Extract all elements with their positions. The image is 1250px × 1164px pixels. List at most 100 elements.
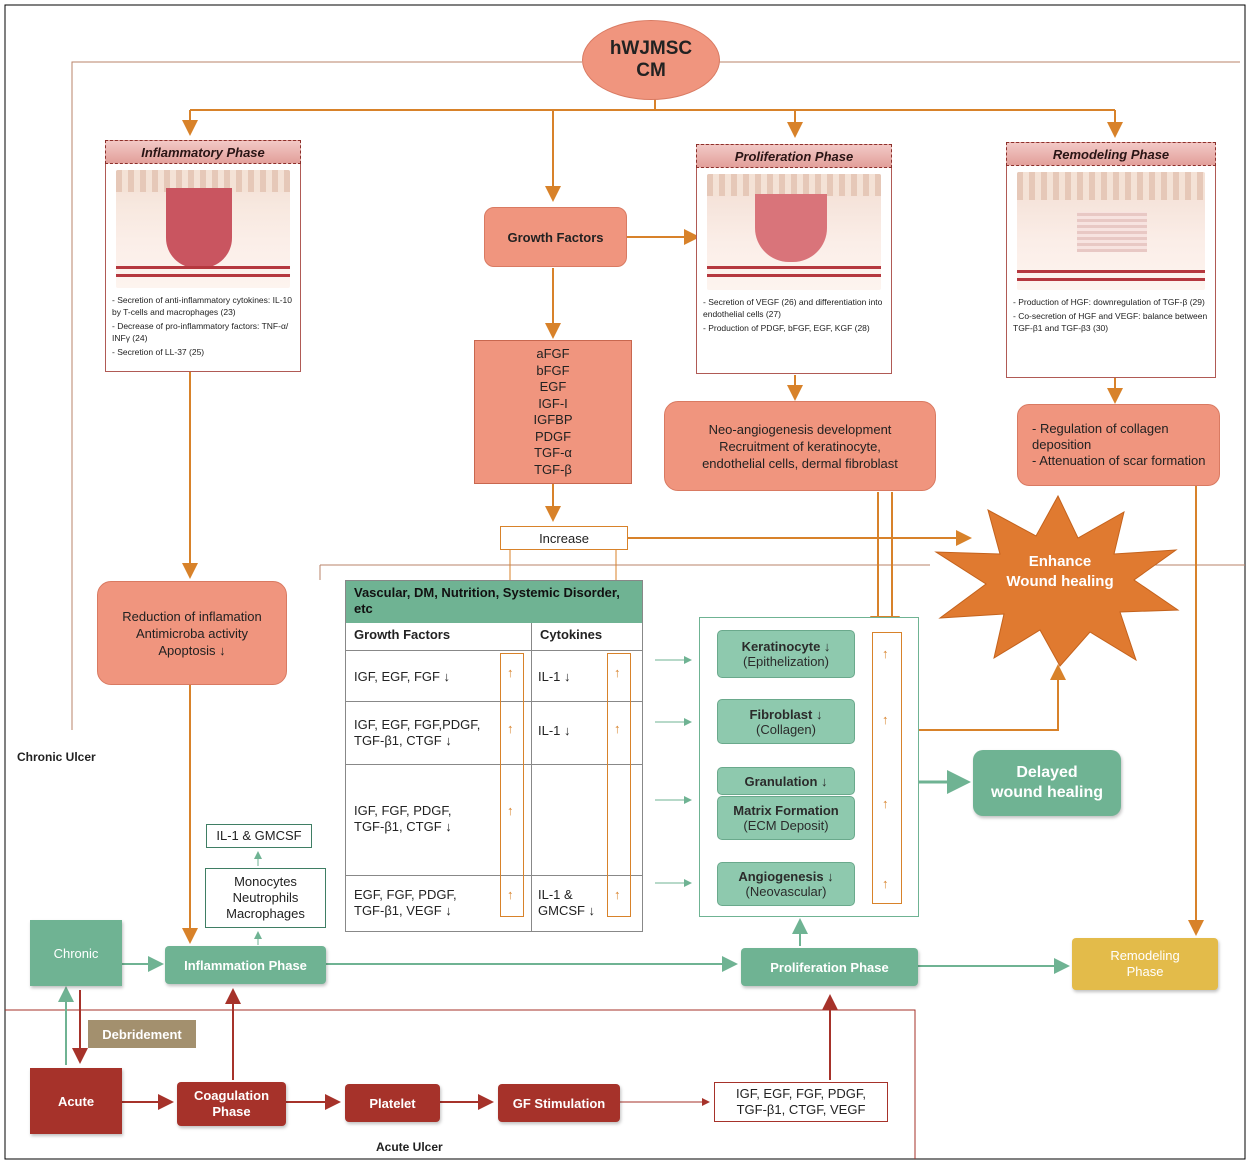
proliferation-phase-title: Proliferation Phase: [696, 144, 892, 168]
delayed-healing-node: Delayed wound healing: [973, 750, 1121, 816]
table-row-3-gf: IGF, FGF, PDGF, TGF-β1, CTGF ↓: [354, 803, 452, 835]
inflammatory-caption-1: - Secretion of anti-inflammatory cytokin…: [112, 295, 292, 317]
collagen-regulation-node: - Regulation of collagen deposition - At…: [1017, 404, 1220, 486]
gf-igf-i: IGF-I: [538, 395, 568, 411]
hwjmsc-cm-node: hWJMSC CM: [582, 20, 720, 100]
keratinocyte-sub: (Epithelization): [743, 654, 829, 669]
angiogenesis-node: Angiogenesis ↓ (Neovascular): [717, 862, 855, 906]
chronic-node: Chronic: [30, 920, 122, 986]
table-row-2-gf-1: IGF, EGF, FGF,PDGF,: [354, 717, 481, 732]
regulation-line-2: - Attenuation of scar formation: [1032, 453, 1206, 468]
neo-angiogenesis-node: Neo-angiogenesis development Recruitment…: [664, 401, 936, 491]
proliferation-wound-illustration: [707, 174, 881, 290]
remodeling-line-2: Phase: [1126, 964, 1164, 979]
proliferation-phase-panel: - Secretion of VEGF (26) and differentia…: [696, 168, 892, 374]
chronic-ulcer-label: Chronic Ulcer: [17, 750, 96, 764]
table-row-2-gf-2: TGF-β1, CTGF ↓: [354, 733, 452, 748]
delayed-line-2: wound healing: [991, 784, 1103, 801]
coagulation-line-2: Phase: [212, 1104, 251, 1119]
table-row-4-cyto-2: GMCSF ↓: [538, 903, 596, 918]
table-row-4-cyto: IL-1 & GMCSF ↓: [538, 887, 595, 919]
inflammation-phase-node: Inflammation Phase: [165, 946, 326, 984]
table-row-4-gf-1: EGF, FGF, PDGF,: [354, 887, 457, 902]
cell-up-arrow-4: ↑: [882, 876, 889, 891]
gf-egf: EGF: [539, 379, 567, 394]
delayed-line-1: Delayed: [1016, 764, 1078, 781]
enhance-line-1: Enhance: [1028, 553, 1092, 570]
granulation-node: Granulation ↓: [717, 767, 855, 795]
remodeling-phase-panel: - Production of HGF: downregulation of T…: [1006, 166, 1216, 378]
table-row-1-gf: IGF, EGF, FGF ↓: [354, 669, 451, 684]
platelet-node: Platelet: [345, 1084, 440, 1122]
top-line2: CM: [636, 60, 666, 81]
inflammatory-caption: - Secretion of anti-inflammatory cytokin…: [106, 294, 300, 358]
cyto-up-arrow-1: ↑: [614, 665, 621, 680]
gf-increase-tube: [500, 653, 524, 917]
inflammatory-caption-3: - Secretion of LL-37 (25): [112, 347, 205, 357]
fibroblast-sub: (Collagen): [756, 721, 816, 737]
table-row-4-gf: EGF, FGF, PDGF, TGF-β1, VEGF ↓: [354, 887, 457, 919]
remodeling-phase-node: Remodeling Phase: [1072, 938, 1218, 990]
remodeling-caption-1: - Production of HGF: downregulation of T…: [1013, 297, 1205, 307]
cell-increase-tube: [872, 632, 902, 904]
inflammatory-wound-illustration: [116, 170, 290, 288]
increase-box: Increase: [500, 526, 628, 550]
col-growth-factors: Growth Factors: [354, 627, 451, 642]
matrix-name: Matrix Formation: [733, 803, 839, 818]
matrix-sub: (ECM Deposit): [743, 818, 829, 833]
reduction-line-3: Apoptosis ↓: [158, 642, 226, 658]
angiogenesis-sub: (Neovascular): [745, 884, 827, 899]
acute-gf-box: IGF, EGF, FGF, PDGF, TGF-β1, CTGF, VEGF: [714, 1082, 888, 1122]
gf-tgf-b: TGF-β: [534, 461, 572, 477]
enhance-label: Enhance Wound healing: [990, 552, 1130, 596]
table-row-1-cyto: IL-1 ↓: [538, 669, 571, 684]
table-row-3-gf-1: IGF, FGF, PDGF,: [354, 803, 452, 818]
granulation-name: Granulation ↓: [744, 773, 828, 789]
il1-gmcsf-box: IL-1 & GMCSF: [206, 824, 312, 848]
reduction-line-1: Reduction of inflamation: [122, 608, 262, 624]
gf-afgf: aFGF: [536, 346, 570, 361]
neutrophils-label: Neutrophils: [232, 890, 299, 905]
remodeling-caption: - Production of HGF: downregulation of T…: [1007, 296, 1215, 334]
table-row-3-gf-2: TGF-β1, CTGF ↓: [354, 819, 452, 834]
gf-stimulation-node: GF Stimulation: [498, 1084, 620, 1122]
debridement-node: Debridement: [88, 1020, 196, 1048]
table-row-4-gf-2: TGF-β1, VEGF ↓: [354, 903, 452, 918]
cyto-up-arrow-3: ↑: [614, 887, 621, 902]
gf-tgf-a: TGF-α: [534, 445, 572, 460]
gf-up-arrow-2: ↑: [507, 721, 514, 736]
table-row-2-gf: IGF, EGF, FGF,PDGF, TGF-β1, CTGF ↓: [354, 717, 480, 749]
col-cytokines: Cytokines: [540, 627, 603, 642]
neo-line-2: Recruitment of keratinocyte,: [719, 438, 881, 454]
keratinocyte-node: Keratinocyte ↓ (Epithelization): [717, 630, 855, 678]
acute-gf-line-2: TGF-β1, CTGF, VEGF: [736, 1102, 866, 1117]
growth-factors-node: Growth Factors: [484, 207, 627, 267]
angiogenesis-name: Angiogenesis ↓: [738, 869, 834, 884]
coagulation-phase-node: Coagulation Phase: [177, 1082, 286, 1126]
remodeling-caption-2: - Co-secretion of HGF and VEGF: balance …: [1013, 311, 1208, 333]
table-header: Vascular, DM, Nutrition, Systemic Disord…: [346, 581, 642, 623]
cyto-up-arrow-2: ↑: [614, 721, 621, 736]
matrix-formation-node: Matrix Formation (ECM Deposit): [717, 796, 855, 840]
fibroblast-node: Fibroblast ↓ (Collagen): [717, 699, 855, 744]
gf-bfgf: bFGF: [536, 362, 570, 378]
proliferation-caption-1: - Secretion of VEGF (26) and differentia…: [703, 297, 883, 319]
immune-cells-box: Monocytes Neutrophils Macrophages: [205, 868, 326, 928]
top-line1: hWJMSC: [609, 38, 693, 59]
remodeling-line-1: Remodeling: [1110, 948, 1180, 963]
enhance-starburst: [934, 494, 1180, 667]
regulation-line-1: - Regulation of collagen deposition: [1032, 421, 1169, 452]
inflammatory-caption-2: - Decrease of pro-inflammatory factors: …: [112, 321, 289, 343]
gf-igfbp: IGFBP: [533, 412, 573, 427]
inflammatory-phase-title: Inflammatory Phase: [105, 140, 301, 164]
growth-factor-list: aFGF bFGF EGF IGF-I IGFBP PDGF TGF-α TGF…: [474, 340, 632, 484]
cyto-increase-tube: [607, 653, 631, 917]
fibroblast-name: Fibroblast ↓: [749, 706, 823, 722]
gf-pdgf: PDGF: [534, 428, 572, 444]
enhance-line-2: Wound healing: [1006, 573, 1114, 590]
cell-up-arrow-1: ↑: [882, 646, 889, 661]
reduction-node: Reduction of inflamation Antimicroba act…: [97, 581, 287, 685]
proliferation-caption-2: - Production of PDGF, bFGF, EGF, KGF (28…: [703, 323, 870, 333]
cell-up-arrow-2: ↑: [882, 712, 889, 727]
